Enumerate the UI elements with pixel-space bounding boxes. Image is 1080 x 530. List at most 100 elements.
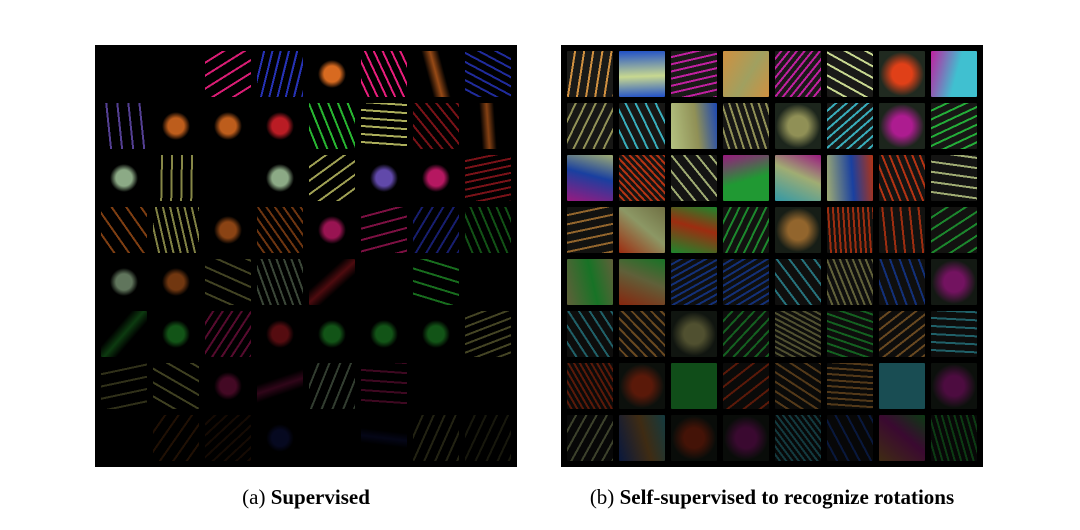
filter-tile xyxy=(257,207,303,253)
filter-tile xyxy=(567,207,613,253)
filter-tile xyxy=(619,311,665,357)
filter-tile xyxy=(775,207,821,253)
filter-tile xyxy=(361,155,407,201)
filter-tile xyxy=(827,363,873,409)
filter-tile xyxy=(619,415,665,461)
caption-self-supervised: (b) Self-supervised to recognize rotatio… xyxy=(561,485,983,510)
filter-tile xyxy=(309,51,355,97)
filter-tile xyxy=(879,155,925,201)
filter-tile xyxy=(775,415,821,461)
filter-tile xyxy=(827,155,873,201)
filter-tile xyxy=(775,155,821,201)
filter-tile xyxy=(723,155,769,201)
filter-tile xyxy=(413,103,459,149)
filter-tile xyxy=(153,155,199,201)
filter-grid-self-supervised xyxy=(561,45,983,467)
filter-grid xyxy=(95,45,517,467)
filter-tile xyxy=(567,415,613,461)
filter-tile xyxy=(205,259,251,305)
filter-tile xyxy=(671,415,717,461)
filter-tile xyxy=(879,311,925,357)
filter-tile xyxy=(153,311,199,357)
filter-tile xyxy=(619,51,665,97)
filter-tile xyxy=(723,51,769,97)
filter-tile xyxy=(723,415,769,461)
filter-tile xyxy=(101,363,147,409)
filter-tile xyxy=(931,415,977,461)
filter-tile xyxy=(153,103,199,149)
filter-tile xyxy=(101,155,147,201)
filter-tile xyxy=(465,415,511,461)
filter-tile xyxy=(153,207,199,253)
filter-tile xyxy=(619,103,665,149)
filter-tile xyxy=(931,363,977,409)
filter-tile xyxy=(619,207,665,253)
filter-tile xyxy=(205,103,251,149)
caption-title: Self-supervised to recognize rotations xyxy=(619,485,955,509)
filter-tile xyxy=(257,363,303,409)
filter-tile xyxy=(257,103,303,149)
filter-tile xyxy=(361,363,407,409)
filter-tile xyxy=(931,51,977,97)
filter-tile xyxy=(723,103,769,149)
filter-tile xyxy=(101,259,147,305)
filter-tile xyxy=(879,259,925,305)
filter-tile xyxy=(101,103,147,149)
filter-tile xyxy=(775,259,821,305)
filter-tile xyxy=(101,311,147,357)
filter-tile xyxy=(361,207,407,253)
filter-tile xyxy=(361,103,407,149)
filter-tile xyxy=(413,259,459,305)
filter-tile xyxy=(775,311,821,357)
filter-tile xyxy=(671,103,717,149)
filter-tile xyxy=(723,363,769,409)
filter-tile xyxy=(153,415,199,461)
filter-tile xyxy=(827,51,873,97)
filter-tile xyxy=(309,103,355,149)
filter-tile xyxy=(567,103,613,149)
filter-tile xyxy=(827,103,873,149)
filter-tile xyxy=(465,155,511,201)
filter-tile xyxy=(309,259,355,305)
filter-tile xyxy=(723,207,769,253)
filter-tile xyxy=(723,259,769,305)
filter-tile xyxy=(413,415,459,461)
filter-tile xyxy=(931,259,977,305)
filter-tile xyxy=(205,415,251,461)
filter-tile xyxy=(205,363,251,409)
filter-tile xyxy=(361,51,407,97)
filter-tile xyxy=(153,259,199,305)
filter-tile xyxy=(465,207,511,253)
filter-tile xyxy=(309,363,355,409)
filter-tile xyxy=(101,207,147,253)
filter-tile xyxy=(205,311,251,357)
filter-tile xyxy=(567,363,613,409)
filter-grid-supervised xyxy=(95,45,517,467)
filter-tile xyxy=(931,155,977,201)
filter-tile xyxy=(567,259,613,305)
filter-tile xyxy=(879,415,925,461)
caption-label: (b) xyxy=(589,485,615,509)
filter-tile xyxy=(257,259,303,305)
filter-tile xyxy=(309,207,355,253)
filter-tile xyxy=(413,207,459,253)
filter-tile xyxy=(567,155,613,201)
caption-label: (a) xyxy=(242,485,266,509)
filter-tile xyxy=(205,51,251,97)
filter-tile xyxy=(309,311,355,357)
filter-tile xyxy=(775,363,821,409)
filter-grid xyxy=(561,45,983,467)
filter-tile xyxy=(205,207,251,253)
filter-tile xyxy=(257,415,303,461)
filter-tile xyxy=(619,259,665,305)
filter-tile xyxy=(723,311,769,357)
filter-tile xyxy=(671,155,717,201)
filter-tile xyxy=(619,363,665,409)
filter-tile xyxy=(827,207,873,253)
filter-tile xyxy=(567,311,613,357)
filter-tile xyxy=(775,51,821,97)
filter-tile xyxy=(671,311,717,357)
filter-tile xyxy=(671,51,717,97)
filter-tile xyxy=(361,311,407,357)
filter-tile xyxy=(931,103,977,149)
